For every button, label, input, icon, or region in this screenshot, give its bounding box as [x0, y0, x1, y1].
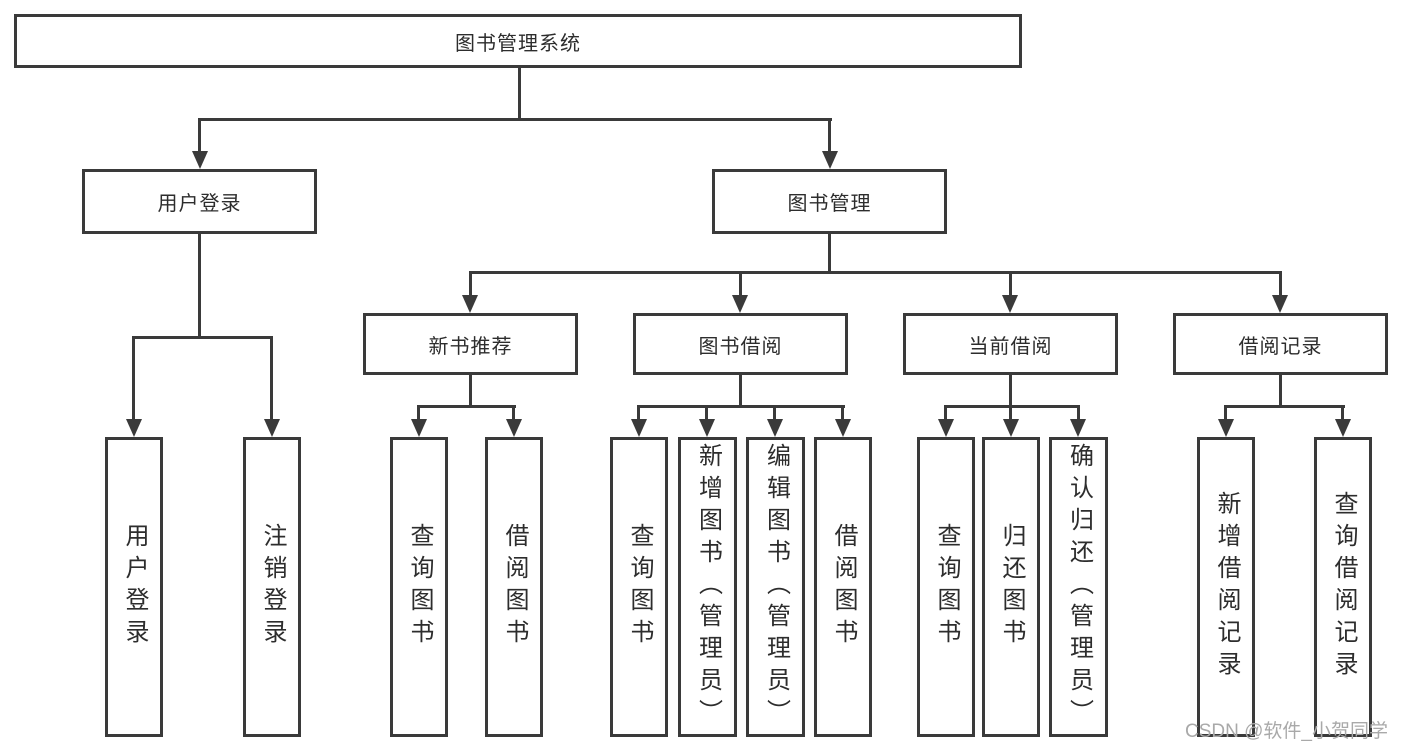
- arrowhead-icon: [1272, 295, 1288, 313]
- connector-line: [512, 405, 515, 419]
- node-label: 新书推荐: [428, 335, 513, 358]
- arrowhead-icon: [1070, 419, 1086, 437]
- node-label: 当前借阅: [968, 335, 1053, 358]
- arrowhead-icon: [822, 151, 838, 169]
- arrowhead-icon: [192, 151, 208, 169]
- arrowhead-icon: [1003, 419, 1019, 437]
- arrowhead-icon: [732, 295, 748, 313]
- connector-line: [773, 405, 776, 419]
- connector-line: [841, 405, 844, 419]
- leaf-return-books: 归还图书: [982, 437, 1040, 737]
- connector-line: [198, 118, 832, 121]
- node-label: 查询图书: [626, 523, 652, 651]
- arrowhead-icon: [1218, 419, 1234, 437]
- arrowhead-icon: [767, 419, 783, 437]
- arrowhead-icon: [126, 419, 142, 437]
- connector-line: [1009, 271, 1012, 295]
- node-label: 图书管理系统: [455, 32, 581, 55]
- connector-line: [417, 405, 420, 419]
- node-label: 新增借阅记录: [1213, 491, 1239, 683]
- node-label: 借阅图书: [501, 523, 527, 651]
- node-label: 查询借阅记录: [1330, 491, 1356, 683]
- connector-line: [1009, 375, 1012, 408]
- connector-line: [1009, 405, 1012, 419]
- csdn-watermark: CSDN @软件_小贺同学: [1185, 721, 1388, 742]
- node-label: 借阅记录: [1238, 335, 1323, 358]
- node-label: 查询图书: [406, 523, 432, 651]
- node-label: 新增图书（管理员）: [694, 443, 721, 731]
- leaf-add-borrow-record: 新增借阅记录: [1197, 437, 1255, 737]
- arrowhead-icon: [462, 295, 478, 313]
- connector-line: [1279, 375, 1282, 408]
- arrowhead-icon: [631, 419, 647, 437]
- connector-line: [1077, 405, 1080, 419]
- node-label: 归还图书: [998, 523, 1024, 651]
- leaf-user-login: 用户登录: [105, 437, 163, 737]
- connector-line: [828, 118, 831, 151]
- connector-line: [739, 271, 742, 295]
- connector-line: [469, 271, 472, 295]
- connector-line: [469, 375, 472, 408]
- connector-line: [469, 271, 1282, 274]
- connector-line: [198, 118, 201, 151]
- connector-line: [518, 68, 521, 121]
- connector-line: [1224, 405, 1227, 419]
- node-label: 图书借阅: [698, 335, 783, 358]
- connector-line: [705, 405, 708, 419]
- connector-line: [944, 405, 947, 419]
- arrowhead-icon: [938, 419, 954, 437]
- node-book-borrowing: 图书借阅: [633, 313, 848, 375]
- leaf-query-books-recommend: 查询图书: [390, 437, 448, 737]
- connector-line: [1224, 405, 1345, 408]
- node-label: 借阅图书: [830, 523, 856, 651]
- connector-line: [132, 336, 135, 419]
- leaf-logout: 注销登录: [243, 437, 301, 737]
- arrowhead-icon: [699, 419, 715, 437]
- node-label: 查询图书: [933, 523, 959, 651]
- connector-line: [828, 234, 831, 274]
- node-label: 确认归还（管理员）: [1065, 443, 1092, 731]
- connector-line: [1341, 405, 1344, 419]
- leaf-query-books-borrowing: 查询图书: [610, 437, 668, 737]
- node-borrowing-records: 借阅记录: [1173, 313, 1388, 375]
- connector-line: [637, 405, 845, 408]
- node-label: 用户登录: [157, 193, 242, 215]
- leaf-edit-books-admin: 编辑图书（管理员）: [746, 437, 805, 737]
- arrowhead-icon: [264, 419, 280, 437]
- arrowhead-icon: [1002, 295, 1018, 313]
- arrowhead-icon: [411, 419, 427, 437]
- node-user-login: 用户登录: [82, 169, 317, 234]
- node-label: 编辑图书（管理员）: [762, 443, 789, 731]
- leaf-borrow-books-recommend: 借阅图书: [485, 437, 543, 737]
- node-new-book-recommendation: 新书推荐: [363, 313, 578, 375]
- connector-line: [417, 405, 516, 408]
- arrowhead-icon: [835, 419, 851, 437]
- connector-line: [198, 234, 201, 339]
- node-book-management: 图书管理: [712, 169, 947, 234]
- leaf-borrow-books: 借阅图书: [814, 437, 872, 737]
- connector-line: [637, 405, 640, 419]
- connector-line: [270, 336, 273, 419]
- connector-line: [1279, 271, 1282, 295]
- connector-line: [944, 405, 1080, 408]
- node-root-library-management-system: 图书管理系统: [14, 14, 1022, 68]
- node-label: 注销登录: [259, 523, 285, 651]
- leaf-confirm-return-admin: 确认归还（管理员）: [1049, 437, 1108, 737]
- leaf-query-books-current: 查询图书: [917, 437, 975, 737]
- node-current-borrowing: 当前借阅: [903, 313, 1118, 375]
- arrowhead-icon: [1335, 419, 1351, 437]
- node-label: 图书管理: [787, 193, 872, 215]
- connector-line: [739, 375, 742, 408]
- leaf-query-borrow-record: 查询借阅记录: [1314, 437, 1372, 737]
- connector-line: [132, 336, 273, 339]
- leaf-add-books-admin: 新增图书（管理员）: [678, 437, 737, 737]
- arrowhead-icon: [506, 419, 522, 437]
- node-label: 用户登录: [121, 523, 147, 651]
